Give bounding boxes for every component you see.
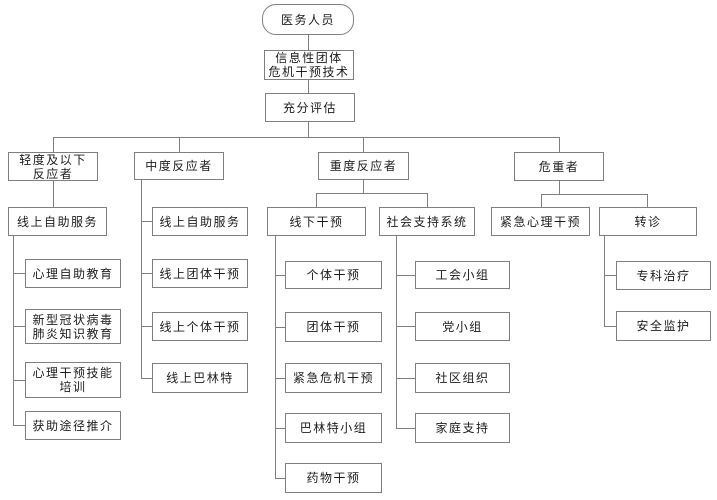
node-group-intervention: 团体干预 (285, 312, 382, 342)
connector-line (13, 273, 25, 274)
node-technique: 信息性团体 危机干预技术 (264, 50, 354, 80)
connector-line (308, 35, 309, 50)
connector-line (275, 378, 285, 379)
node-offline-intervention: 线下干预 (267, 207, 366, 236)
node-emergency-psych-intervention: 紧急心理干预 (491, 207, 590, 236)
node-critical-patients: 危重者 (514, 152, 604, 181)
connector-line (275, 327, 285, 328)
node-intervention-skills-training: 心理干预技能 培训 (25, 362, 121, 398)
connector-line (53, 181, 54, 207)
node-party-group: 党小组 (415, 312, 510, 341)
node-union-group: 工会小组 (415, 261, 510, 289)
node-balint-group: 巴林特小组 (285, 413, 382, 443)
node-specialist-treatment: 专科治疗 (616, 261, 711, 290)
connector-line (541, 194, 648, 195)
connector-line (604, 275, 616, 276)
connector-line (316, 193, 428, 194)
node-family-support: 家庭支持 (415, 413, 510, 443)
connector-line (141, 221, 152, 222)
node-psych-self-education: 心理自助教育 (25, 259, 121, 288)
connector-line (141, 326, 152, 327)
connector-line (604, 236, 605, 326)
node-moderate-responders: 中度反应者 (134, 152, 224, 180)
node-online-balint: 线上巴林特 (152, 363, 248, 393)
connector-line (141, 273, 152, 274)
connector-line (275, 236, 276, 478)
connector-line (559, 137, 560, 152)
connector-line (559, 181, 560, 194)
node-severe-responders: 重度反应者 (318, 152, 409, 180)
node-individual-intervention: 个体干预 (285, 261, 382, 289)
connector-line (308, 80, 309, 93)
node-safety-monitoring: 安全监护 (616, 311, 711, 341)
connector-line (141, 378, 152, 379)
node-social-support-system: 社会支持系统 (379, 207, 475, 236)
connector-line (363, 180, 364, 193)
node-help-channels-referral: 获助途径推介 (25, 411, 121, 440)
node-medical-staff: 医务人员 (262, 4, 354, 35)
connector-line (13, 380, 25, 381)
connector-line (275, 428, 285, 429)
connector-line (396, 275, 415, 276)
connector-line (13, 236, 14, 425)
node-mild-responders: 轻度及以下 反应者 (8, 152, 98, 181)
node-covid-knowledge-education: 新型冠状病毒 肺炎知识教育 (25, 309, 121, 344)
node-online-self-service-mild: 线上自助服务 (8, 207, 107, 236)
node-online-group-intervention: 线上团体干预 (152, 259, 248, 288)
node-medication-intervention: 药物干预 (285, 463, 382, 493)
connector-line (541, 194, 542, 207)
connector-line (396, 236, 397, 428)
connector-line (604, 326, 616, 327)
connector-line (13, 425, 25, 426)
connector-line (427, 193, 428, 207)
connector-line (141, 180, 142, 378)
node-online-individual-intervention: 线上个体干预 (152, 312, 248, 341)
connector-line (363, 137, 364, 152)
connector-line (396, 326, 415, 327)
node-emergency-crisis-intervention: 紧急危机干预 (285, 363, 382, 393)
connector-line (53, 137, 54, 152)
connector-line (396, 428, 415, 429)
node-online-self-service-moderate: 线上自助服务 (152, 207, 248, 236)
connector-line (13, 326, 25, 327)
connector-line (275, 275, 285, 276)
connector-line (308, 122, 309, 137)
node-referral: 转诊 (599, 207, 697, 236)
node-assessment: 充分评估 (265, 93, 355, 122)
connector-line (53, 137, 560, 138)
connector-line (647, 194, 648, 207)
connector-line (396, 378, 415, 379)
node-community-organization: 社区组织 (415, 363, 510, 393)
connector-line (275, 478, 285, 479)
connector-line (316, 193, 317, 207)
connector-line (179, 137, 180, 152)
